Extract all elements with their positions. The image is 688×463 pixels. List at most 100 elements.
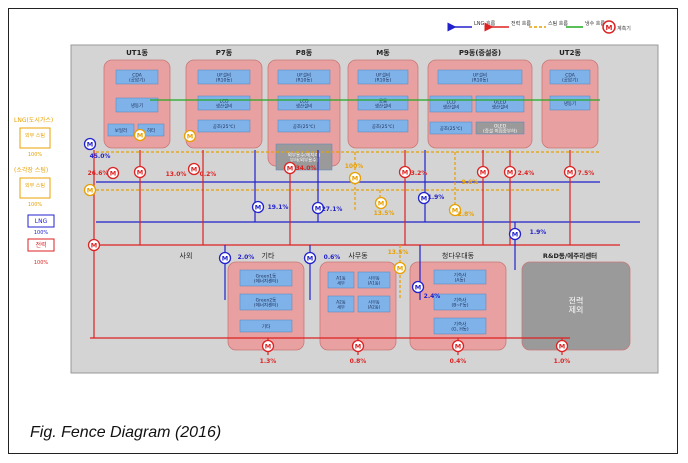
unit-label: 보일러 <box>115 127 127 134</box>
source-steam-pct-1: 100% <box>28 152 43 158</box>
source-electric-box <box>27 238 55 252</box>
lower-title: 청다우대동 <box>442 251 475 260</box>
legend-steam: 스팀 흐름 <box>529 20 568 28</box>
percent-p7_elec: 13.0% <box>166 171 187 178</box>
meter-icon: M <box>83 183 97 197</box>
unit-box <box>197 119 251 133</box>
building-title: P7동 <box>216 49 233 57</box>
meter-icon: M <box>563 165 577 179</box>
svg-text:M: M <box>455 342 461 350</box>
source-incinerator: (소각장 스팀) <box>14 166 48 174</box>
meter-icon-label: M <box>606 24 613 32</box>
legend-electric: 전력 흐름 <box>484 20 531 32</box>
svg-text:M: M <box>91 241 97 249</box>
svg-text:M: M <box>421 194 427 202</box>
source-lng-label: LNG <box>35 218 48 225</box>
percent-rd_lng: 1.9% <box>530 229 547 236</box>
unit-box <box>429 121 473 135</box>
unit-label: 외부용수(에지리)부하(외부용수) <box>288 152 321 164</box>
meter-icon: M <box>133 128 147 142</box>
unit-label: 히터 <box>147 127 155 134</box>
meter-icon: M <box>411 280 425 294</box>
svg-text:M: M <box>355 342 361 350</box>
svg-text:M: M <box>222 254 228 262</box>
legend-coldwater: 냉수 흐름 <box>566 20 605 28</box>
meter-icon: M <box>261 339 275 353</box>
unit-box <box>239 269 293 287</box>
unit-box <box>549 69 591 85</box>
section-title: 사외 <box>180 251 193 260</box>
unit-label: 사무동(A2동) <box>368 299 381 310</box>
percent-m_elec: 3.2% <box>411 170 428 177</box>
meter-icon: M <box>133 165 147 179</box>
unit-label: OLED(증설 미집중부하) <box>483 124 517 135</box>
unit-box <box>239 293 293 311</box>
unit-box <box>357 295 391 313</box>
unit-label: 사무동(A1동) <box>368 275 381 286</box>
unit-label: UF설비(R10동) <box>375 72 392 84</box>
source-lng-box <box>27 214 55 228</box>
meter-icon: M <box>311 201 325 215</box>
legend: LNG 흐름 전력 흐름 스팀 흐름 냉수 흐름 M 계측기 <box>447 20 631 34</box>
unit-box <box>197 69 251 85</box>
unit-label: UF설비(R10동) <box>472 72 489 84</box>
svg-text:M: M <box>87 186 93 194</box>
unit-box <box>327 295 355 313</box>
svg-text:M: M <box>397 264 403 272</box>
percent-p9_lng: 1.9% <box>428 194 445 201</box>
svg-text:M: M <box>402 168 408 176</box>
percent-m_steam: 100% <box>345 163 364 170</box>
building-title: UT1동 <box>126 49 148 57</box>
meter-icon: M <box>448 203 462 217</box>
percent-p9_steam: 9.6% <box>462 179 479 186</box>
percent-b_office: 0.8% <box>350 358 367 365</box>
meter-icon: M <box>451 339 465 353</box>
meter-icon: M <box>555 339 569 353</box>
percent-cheong_lng: 2.4% <box>424 293 441 300</box>
source-lng-city: LNG(도시가스) <box>14 116 53 124</box>
source-lng-pct: 100% <box>34 230 49 236</box>
building-title: P9동(증설중) <box>459 48 501 57</box>
svg-text:M: M <box>452 206 458 214</box>
unit-box <box>277 119 331 133</box>
unit-label: Green2동(에너지센터) <box>254 298 278 309</box>
unit-label: 기숙사(G, H동) <box>451 321 469 333</box>
svg-text:M: M <box>191 165 197 173</box>
unit-box <box>115 69 159 85</box>
source-steam-pct-2: 100% <box>28 202 43 208</box>
meter-icon <box>602 20 616 34</box>
svg-text:M: M <box>559 342 565 350</box>
svg-text:M: M <box>110 169 116 177</box>
svg-text:M: M <box>512 230 518 238</box>
percent-b_etc: 1.3% <box>260 358 277 365</box>
unit-box <box>357 271 391 289</box>
unit-label: 냉동기 <box>564 100 576 107</box>
unit-box <box>433 293 487 311</box>
source-electric-pct: 100% <box>34 260 49 266</box>
unit-label: 공조(25℃) <box>293 124 316 130</box>
unit-box <box>357 119 409 133</box>
meter-icon: M <box>503 165 517 179</box>
meter-icon: M <box>398 165 412 179</box>
svg-text:M: M <box>415 283 421 291</box>
unit-box <box>327 271 355 289</box>
percent-etc_lng: 2.0% <box>238 254 255 261</box>
svg-text:M: M <box>137 131 143 139</box>
unit-label: 기숙사(B~F동) <box>451 297 468 309</box>
svg-text:M: M <box>137 168 143 176</box>
percent-p8_elec: 34.0% <box>296 165 317 172</box>
legend-electric-label: 전력 흐름 <box>511 20 531 27</box>
